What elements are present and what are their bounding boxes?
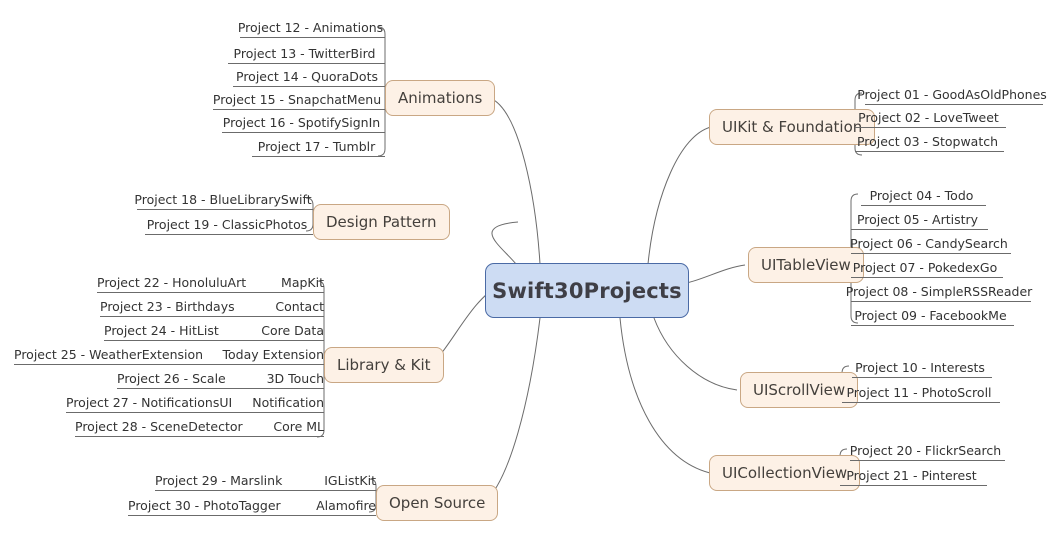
- leaf-tag: IGListKit: [324, 473, 376, 488]
- leaf-item[interactable]: Project 27 - NotificationsUI Notificatio…: [66, 389, 324, 413]
- leaf-title: Project 07 - PokedexGo: [852, 260, 998, 275]
- leaf-title: Project 02 - LoveTweet: [858, 110, 999, 125]
- leaf-item[interactable]: Project 23 - Birthdays Contact: [100, 293, 324, 317]
- leaf-item[interactable]: Project 08 - SimpleRSSReader: [846, 278, 1032, 302]
- leaf-item[interactable]: Project 06 - CandySearch: [850, 230, 1011, 254]
- leaf-tag: MapKit: [281, 275, 324, 290]
- edge-root-open-source: [483, 317, 541, 504]
- leaf-title: Project 25 - WeatherExtension: [14, 347, 204, 362]
- leaf-item[interactable]: Project 18 - BlueLibrarySwift: [134, 186, 313, 210]
- leaf-item[interactable]: Project 21 - Pinterest: [840, 462, 987, 486]
- leaf-title: Project 28 - SceneDetector: [75, 419, 243, 434]
- branch-node-uikit-foundation[interactable]: UIKit & Foundation: [709, 109, 876, 145]
- branch-node-animations[interactable]: Animations: [385, 80, 496, 116]
- leaf-item[interactable]: Project 09 - FacebookMe: [851, 302, 1014, 326]
- leaf-item[interactable]: Project 11 - PhotoScroll: [842, 379, 1000, 403]
- leaf-item[interactable]: Project 16 - SpotifySignIn: [222, 109, 385, 133]
- leaf-item[interactable]: Project 12 - Animations: [237, 14, 385, 38]
- leaf-title: Project 22 - HonoluluArt: [97, 275, 247, 290]
- leaf-tag: Alamofire: [316, 498, 376, 513]
- branch-label: Open Source: [389, 494, 486, 512]
- leaf-title: Project 24 - HitList: [104, 323, 219, 338]
- edge-root-uiscrollview: [653, 317, 738, 391]
- leaf-title: Project 30 - PhotoTagger: [128, 498, 281, 513]
- leaf-title: Project 08 - SimpleRSSReader: [845, 284, 1033, 299]
- leaf-item[interactable]: Project 22 - HonoluluArt MapKit: [97, 269, 324, 293]
- branch-label: UICollectionView: [722, 464, 848, 482]
- leaf-item[interactable]: Project 19 - ClassicPhotos: [145, 211, 313, 235]
- branch-label: UIScrollView: [753, 381, 846, 399]
- edge-root-uicollectionview: [619, 317, 711, 474]
- leaf-title: Project 13 - TwitterBird: [233, 46, 376, 61]
- leaf-tag: Today Extension: [222, 347, 325, 362]
- branch-label: UIKit & Foundation: [722, 118, 863, 136]
- leaf-item[interactable]: Project 25 - WeatherExtension Today Exte…: [14, 341, 324, 365]
- leaf-item[interactable]: Project 10 - Interests: [852, 354, 992, 378]
- branch-node-design-pattern[interactable]: Design Pattern: [313, 204, 450, 240]
- leaf-item[interactable]: Project 29 - Marslink IGListKit: [155, 467, 376, 491]
- leaf-tag: Core ML: [273, 419, 324, 434]
- leaf-title: Project 29 - Marslink: [155, 473, 283, 488]
- leaf-title: Project 04 - Todo: [869, 188, 974, 203]
- leaf-title: Project 16 - SpotifySignIn: [222, 115, 381, 130]
- leaf-title: Project 23 - Birthdays: [100, 299, 235, 314]
- leaf-item[interactable]: Project 20 - FlickrSearch: [850, 437, 1005, 461]
- leaf-title: Project 18 - BlueLibrarySwift: [134, 192, 312, 207]
- leaf-title: Project 03 - Stopwatch: [856, 134, 999, 149]
- leaf-item[interactable]: Project 01 - GoodAsOldPhones: [857, 81, 1047, 105]
- edge-root-design-pattern: [491, 221, 519, 265]
- leaf-title: Project 05 - Artistry: [856, 212, 979, 227]
- leaf-title: Project 20 - FlickrSearch: [849, 443, 1002, 458]
- leaf-item[interactable]: Project 13 - TwitterBird: [228, 40, 385, 64]
- branch-node-uicollectionview[interactable]: UICollectionView: [709, 455, 861, 491]
- branch-label: UITableView: [761, 256, 851, 274]
- branch-node-open-source[interactable]: Open Source: [376, 485, 499, 521]
- leaf-tag: Core Data: [261, 323, 324, 338]
- leaf-item[interactable]: Project 05 - Artistry: [851, 206, 988, 230]
- leaf-tag: Notification: [252, 395, 324, 410]
- leaf-title: Project 17 - Tumblr: [257, 139, 376, 154]
- leaf-title: Project 06 - CandySearch: [850, 236, 1008, 251]
- branch-node-uitableview[interactable]: UITableView: [748, 247, 864, 283]
- leaf-title: Project 11 - PhotoScroll: [846, 385, 992, 400]
- branch-label: Animations: [398, 89, 483, 107]
- leaf-item[interactable]: Project 26 - Scale 3D Touch: [117, 365, 324, 389]
- edge-root-animations: [489, 97, 541, 265]
- leaf-title: Project 10 - Interests: [855, 360, 985, 375]
- leaf-tag: Contact: [275, 299, 324, 314]
- leaf-item[interactable]: Project 28 - SceneDetector Core ML: [75, 413, 324, 437]
- root-node[interactable]: Swift30Projects: [485, 263, 689, 318]
- leaf-item[interactable]: Project 17 - Tumblr: [252, 133, 385, 157]
- leaf-item[interactable]: Project 07 - PokedexGo: [851, 254, 1003, 278]
- leaf-title: Project 21 - Pinterest: [846, 468, 977, 483]
- leaf-title: Project 19 - ClassicPhotos: [146, 217, 308, 232]
- leaf-title: Project 01 - GoodAsOldPhones: [857, 87, 1047, 102]
- leaf-item[interactable]: Project 03 - Stopwatch: [855, 128, 1004, 152]
- branch-label: Library & Kit: [337, 356, 431, 374]
- leaf-item[interactable]: Project 02 - LoveTweet: [855, 104, 1006, 128]
- leaf-title: Project 27 - NotificationsUI: [66, 395, 233, 410]
- leaf-item[interactable]: Project 14 - QuoraDots: [233, 63, 385, 87]
- leaf-title: Project 14 - QuoraDots: [236, 69, 378, 84]
- leaf-title: Project 09 - FacebookMe: [854, 308, 1007, 323]
- leaf-item[interactable]: Project 24 - HitList Core Data: [104, 317, 324, 341]
- leaf-item[interactable]: Project 30 - PhotoTagger Alamofire: [128, 492, 376, 516]
- leaf-tag: 3D Touch: [266, 371, 324, 386]
- leaf-title: Project 15 - SnapchatMenu: [212, 92, 382, 107]
- edge-root-uikit: [647, 126, 712, 265]
- leaf-item[interactable]: Project 15 - SnapchatMenu: [213, 86, 385, 110]
- root-node-label: Swift30Projects: [492, 278, 682, 303]
- leaf-title: Project 12 - Animations: [237, 20, 384, 35]
- branch-label: Design Pattern: [326, 213, 437, 231]
- leaf-title: Project 26 - Scale: [117, 371, 226, 386]
- leaf-item[interactable]: Project 04 - Todo: [861, 182, 986, 206]
- branch-node-library-kit[interactable]: Library & Kit: [324, 347, 444, 383]
- branch-node-uiscrollview[interactable]: UIScrollView: [740, 372, 859, 408]
